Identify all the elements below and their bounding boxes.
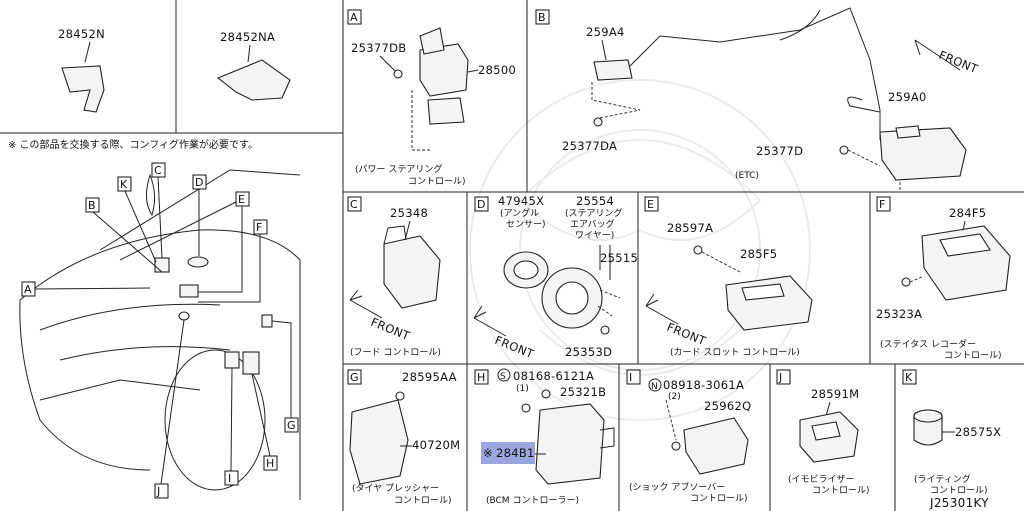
label-panels-j-caption-0: (イモビライザー: [788, 474, 855, 485]
car-overview: [19, 169, 301, 500]
panel-f: F 284F5 25323A (ステイタス レコーダー コントロール): [876, 196, 1011, 361]
label-panels-h-mark: ※: [483, 446, 493, 460]
label-panels-d-parts-3: 25353D: [565, 345, 612, 359]
panel-h: H S 08168-6121A (1) 25321B ※ 284B1 (BCM …: [474, 368, 615, 506]
panel-b: B 259A4 25377DA 259A0 25377D FRONT (ETC): [535, 7, 981, 190]
label-panels-b-caption-0: (ETC): [735, 171, 759, 181]
label-panels-j-caption-1: コントロール): [812, 486, 870, 496]
label-panels-k-letter: K: [905, 371, 913, 384]
callout-d: D: [195, 176, 203, 189]
label-panels-i-caption-0: (ショック アブソーバー: [629, 481, 725, 493]
label-panels-d-letter: D: [477, 198, 485, 211]
label-panels-h-caption-0: (BCM コントローラー): [486, 495, 579, 506]
label-panels-f-letter: F: [879, 198, 885, 211]
label-panels-b-parts-1: 259A0: [888, 90, 927, 104]
label-panels-b-letter: B: [538, 11, 546, 24]
label-panels-c-front: FRONT: [369, 315, 413, 344]
callout-k: K: [120, 178, 128, 191]
label-panels-i-nut_symbol: N: [651, 382, 658, 392]
label-panels-e-letter: E: [647, 198, 654, 211]
label-panels-i-caption-1: コントロール): [690, 494, 748, 504]
label-panels-d-parts-1: 25554: [576, 194, 614, 208]
label-panels-j-letter: J: [778, 371, 782, 384]
callout-j: J: [156, 485, 160, 498]
label-panels-i-letter: I: [629, 371, 632, 384]
label-panels-a-parts-1: 28500: [478, 63, 516, 77]
label-panels-i-parts-2: 25962Q: [704, 399, 751, 413]
label-panels-d-sub2-1: エアバッグ: [570, 218, 615, 230]
bracket-part: [61, 65, 105, 113]
panel-k: K 28575X (ライティング コントロール): [902, 369, 1001, 496]
label-panels-h-parts-2: 25321B: [560, 385, 606, 399]
label-panels-a-letter: A: [350, 11, 358, 24]
config-note: ※ この部品を交換する際、コンフィグ作業が必要です。: [8, 138, 258, 151]
panel-g: G 28595AA 40720M (タイヤ プレッシャー コントロール): [347, 369, 460, 506]
label-panels-d-parts-0: 47945X: [498, 194, 544, 208]
label-panels-f-parts-0: 284F5: [949, 206, 986, 220]
callout-f: F: [256, 221, 262, 234]
label-panels-h-parts-3: 284B1: [496, 446, 535, 460]
panel-d: D 47945X (アングル センサー) 25554 (ステアリング エアバッグ…: [473, 194, 638, 362]
part-28452n-label: 28452N: [58, 27, 105, 41]
label-panels-d-sub2-0: (ステアリング: [565, 207, 623, 219]
label-panels-k-caption-1: コントロール): [930, 486, 988, 496]
callout-a: A: [24, 283, 32, 296]
callout-g: G: [287, 419, 296, 432]
label-panels-h-bolt_symbol: S: [500, 372, 506, 382]
label-panels-a-caption-1: コントロール): [408, 177, 466, 187]
bracket-part-2: [216, 59, 291, 101]
label-panels-a-parts-0: 25377DB: [351, 41, 406, 55]
label-panels-g-letter: G: [350, 371, 359, 384]
label-panels-i-parts-0: 08918-3061A: [663, 378, 744, 392]
label-panels-c-caption-0: (フード コントロール): [350, 348, 441, 358]
part-28452na-label: 28452NA: [220, 30, 275, 44]
label-panels-f-parts-1: 25323A: [876, 307, 922, 321]
panel-i: I N 08918-3061A (2) 25962Q (ショック アブソーバー …: [626, 369, 751, 504]
label-panels-g-caption-1: コントロール): [394, 496, 452, 506]
label-panels-k-caption-0: (ライティング: [914, 473, 971, 485]
label-panels-d-sub2-2: ワイヤー): [575, 231, 614, 241]
label-panels-c-parts-0: 25348: [390, 206, 428, 220]
callout-i: I: [228, 472, 231, 485]
panel-a: A 25377DB 28500 (パワー ステアリング コントロール): [347, 9, 516, 187]
label-panels-b-front: FRONT: [937, 48, 981, 77]
label-panels-e-parts-0: 28597A: [667, 221, 713, 235]
label-panels-f-caption-0: (ステイタス レコーダー: [880, 338, 976, 350]
label-panels-e-caption-0: (カード スロット コントロール): [670, 347, 800, 358]
label-panels-b-parts-2: 25377DA: [562, 139, 617, 153]
callout-e: E: [238, 193, 245, 206]
label-panels-e-parts-1: 285F5: [740, 247, 777, 261]
callout-h: H: [266, 457, 274, 470]
label-panels-k-parts-0: 28575X: [955, 425, 1001, 439]
label-panels-g-caption-0: (タイヤ プレッシャー: [352, 483, 439, 494]
label-panels-d-parts-2: 25515: [600, 251, 638, 265]
label-panels-a-caption-0: (パワー ステアリング: [355, 163, 442, 175]
label-panels-e-front: FRONT: [665, 320, 709, 349]
callout-b: B: [88, 199, 96, 212]
label-panels-g-parts-0: 28595AA: [402, 370, 457, 384]
label-panels-c-letter: C: [350, 198, 358, 211]
label-panels-h-parts-1: (1): [516, 384, 529, 394]
label-panels-h-letter: H: [477, 371, 485, 384]
label-panels-i-parts-1: (2): [668, 392, 681, 402]
panel-c: C 25348 FRONT (フード コントロール): [347, 196, 441, 358]
label-panels-h-parts-0: 08168-6121A: [513, 369, 594, 383]
label-panels-j-parts-0: 28591M: [811, 387, 859, 401]
callout-c: C: [154, 164, 162, 177]
label-panels-d-sub1-1: センサー): [506, 219, 546, 230]
callouts: K C D B E F A G H I J: [21, 162, 299, 499]
label-panels-b-parts-0: 259A4: [586, 25, 625, 39]
highlight-284b1: [481, 442, 535, 464]
label-panels-g-parts-1: 40720M: [412, 438, 460, 452]
panel-j: J 28591M (イモビライザー コントロール): [776, 369, 870, 496]
drawing-id: J25301KY: [929, 496, 989, 510]
label-panels-d-front: FRONT: [493, 333, 537, 362]
label-panels-d-sub1-0: (アングル: [500, 207, 539, 219]
label-panels-f-caption-1: コントロール): [944, 351, 1002, 361]
label-panels-b-parts-3: 25377D: [756, 144, 803, 158]
